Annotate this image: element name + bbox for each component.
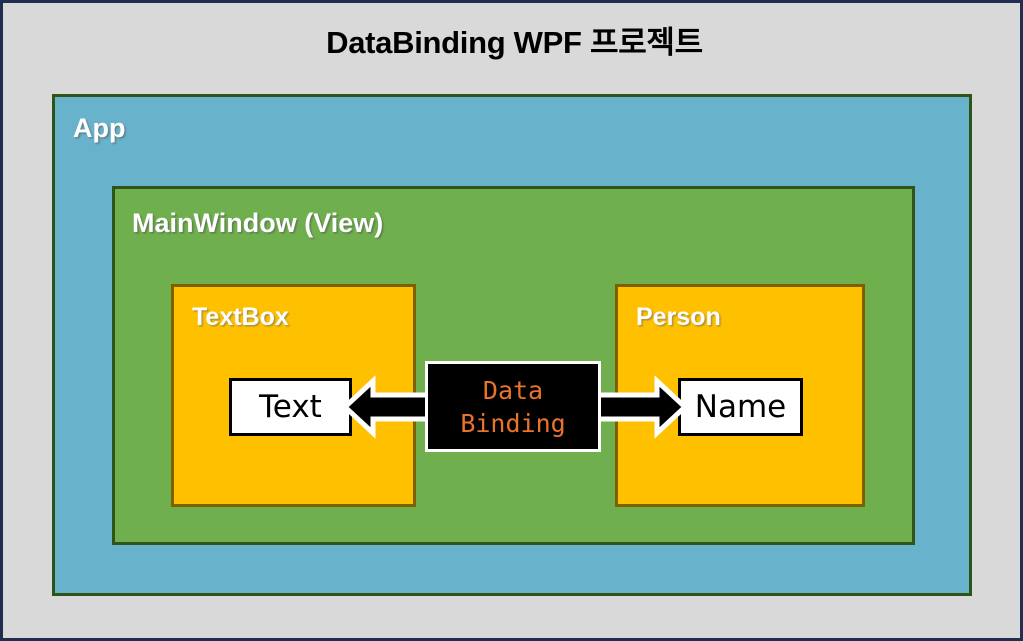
mainwindow-label: MainWindow (View) <box>132 208 384 238</box>
data-binding-line-1: Data <box>482 375 544 405</box>
person-label: Person <box>636 303 721 331</box>
data-binding-box: Data Binding <box>425 361 601 452</box>
text-property-box: Text <box>229 378 352 436</box>
textbox-label: TextBox <box>192 303 289 331</box>
data-binding-line-2: Binding <box>460 408 566 438</box>
arrow-right-icon <box>595 375 687 439</box>
name-property-box: Name <box>678 378 803 436</box>
app-label: App <box>73 113 126 143</box>
arrow-left-icon <box>343 375 435 439</box>
page-title: DataBinding WPF 프로젝트 <box>326 25 703 60</box>
